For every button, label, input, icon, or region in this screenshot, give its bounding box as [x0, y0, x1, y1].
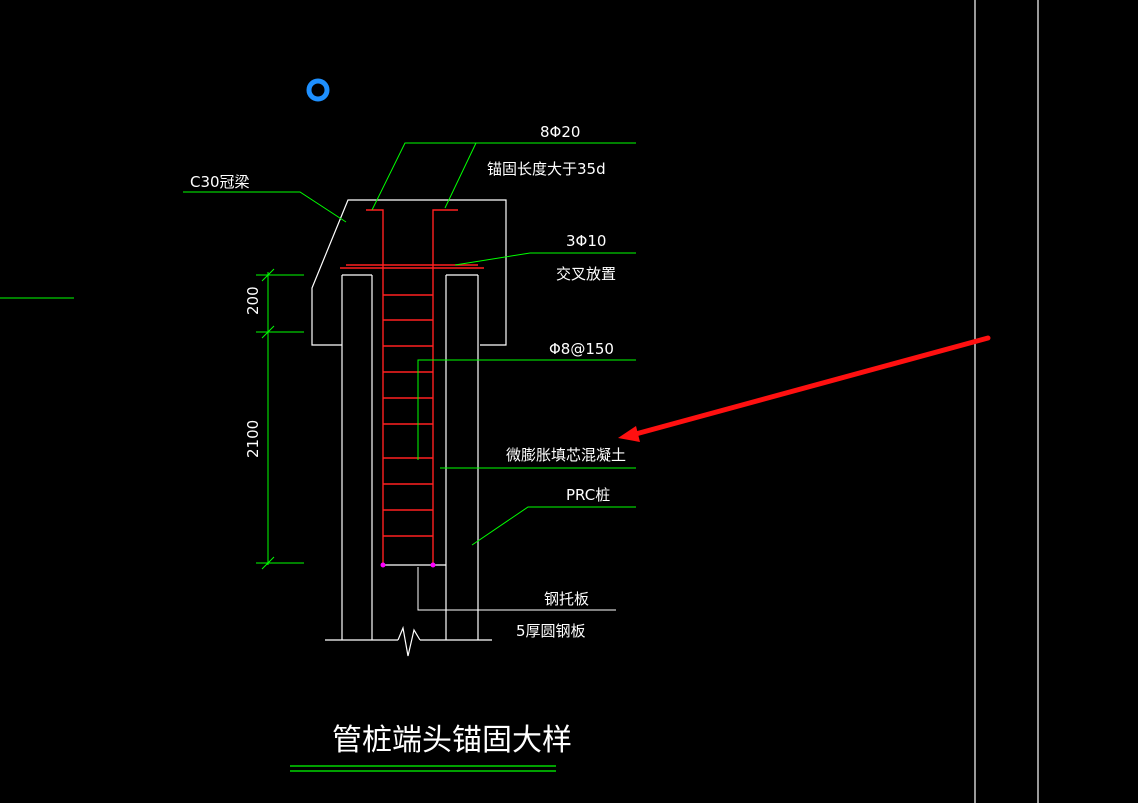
cursor-snap-icon: [306, 78, 330, 102]
label-round-plate: 5厚圆钢板: [516, 622, 586, 640]
label-steel-plate: 钢托板: [544, 590, 589, 608]
red-annotation-arrow: [618, 335, 991, 442]
pile-outline: [325, 274, 492, 657]
label-8phi20: 8Φ20: [540, 123, 580, 141]
label-prc-pile: PRC桩: [566, 486, 610, 504]
label-stirrup: Φ8@150: [549, 340, 614, 358]
label-3phi10: 3Φ10: [566, 232, 606, 250]
sheet-border: [974, 0, 1039, 803]
title-underline: [290, 765, 556, 772]
dimension-lines: [256, 268, 304, 570]
label-anchor-length: 锚固长度大于35d: [487, 160, 606, 178]
rebar-cage: [340, 209, 484, 565]
plate-leader: [417, 567, 616, 611]
drawing-title: 管桩端头锚固大样: [332, 723, 572, 758]
leader-lines: [183, 142, 636, 546]
label-fill-concrete: 微膨胀填芯混凝土: [506, 446, 626, 464]
dimension-200: 200: [244, 286, 262, 315]
label-cross-placed: 交叉放置: [556, 265, 616, 283]
weld-marks: [380, 562, 436, 568]
label-cap-beam: C30冠梁: [190, 173, 250, 191]
cap-beam-outline: [311, 199, 507, 346]
dimension-2100: 2100: [244, 420, 262, 458]
